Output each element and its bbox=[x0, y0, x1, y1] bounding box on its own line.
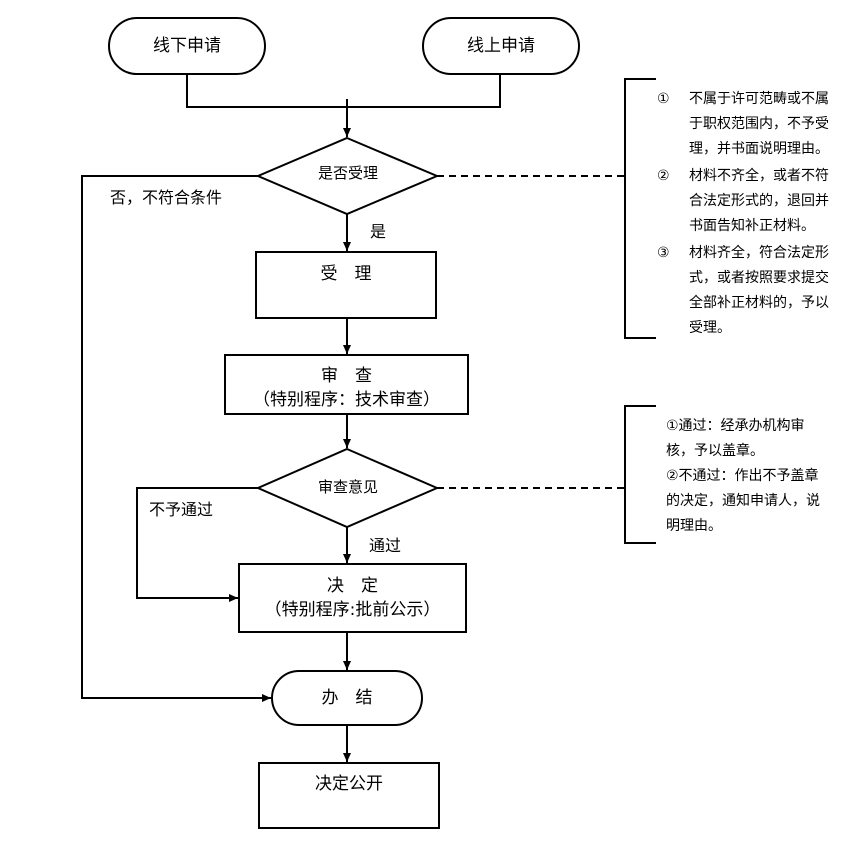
review-note-line-5: 明理由。 bbox=[666, 518, 722, 534]
acceptance-note-2: ② 材料不齐全，或者不符 合法定形式的，退回并 书面告知补正材料。 bbox=[657, 164, 852, 241]
note-1-line-3: 理，并书面说明理由。 bbox=[689, 141, 829, 157]
review-note-line-2: 核，予以盖章。 bbox=[666, 443, 764, 459]
note-3-line-4: 受理。 bbox=[689, 320, 731, 336]
publish-label: 决定公开 bbox=[315, 774, 383, 794]
note-2-line-1: 材料不齐全，或者不符 bbox=[689, 168, 829, 184]
note-3-line-2: 式，或者按照要求提交 bbox=[689, 270, 829, 286]
edge-label-no: 否，不符合条件 bbox=[110, 188, 223, 207]
review-title-label: 审 查 bbox=[321, 366, 372, 386]
decide-title-label: 决 定 bbox=[327, 576, 378, 596]
accept-decision-label: 是否受理 bbox=[317, 164, 378, 182]
note-marker-2: ② bbox=[657, 168, 670, 184]
edge-label-not-pass: 不予通过 bbox=[149, 500, 214, 519]
review-sub-label: （特别程序：技术审查） bbox=[253, 390, 440, 410]
publish-box bbox=[258, 762, 440, 829]
not-pass-path-line bbox=[136, 487, 258, 602]
note-3-line-1: 材料齐全，符合法定形 bbox=[689, 245, 829, 261]
note-2-line-2: 合法定形式的，退回并 bbox=[689, 193, 829, 209]
acceptance-notes: ① 不属于许可范畴或不属 于职权范围内，不予受 理，并书面说明理由。 ② 材料不… bbox=[657, 87, 852, 343]
review-note-line-1: ①通过：经承办机构审 bbox=[666, 418, 805, 434]
review-notes-bracket bbox=[624, 405, 656, 544]
review-note-line-3: ②不通过：作出不予盖章 bbox=[666, 468, 819, 484]
edge-label-yes: 是 bbox=[370, 222, 387, 241]
note-marker-3: ③ bbox=[657, 245, 670, 261]
note-2-line-3: 书面告知补正材料。 bbox=[689, 218, 815, 234]
accept-box bbox=[255, 251, 437, 319]
accept-label: 受 理 bbox=[320, 264, 372, 284]
decide-sub-label: （特别程序:批前公示） bbox=[264, 600, 441, 620]
offline-apply-label: 线下申请 bbox=[153, 36, 221, 56]
decide-box bbox=[238, 563, 467, 633]
reject-path-line bbox=[81, 175, 271, 702]
online-apply-label: 线上申请 bbox=[467, 36, 535, 56]
review-opinion-label: 审查意见 bbox=[317, 478, 378, 496]
note-3-line-3: 全部补正材料的，予以 bbox=[689, 295, 829, 311]
note-marker-1: ① bbox=[657, 91, 670, 107]
merge-connector bbox=[186, 74, 501, 108]
edge-label-pass: 通过 bbox=[369, 536, 402, 555]
acceptance-note-1: ① 不属于许可范畴或不属 于职权范围内，不予受 理，并书面说明理由。 bbox=[657, 87, 852, 164]
note-1-line-1: 不属于许可范畴或不属 bbox=[689, 91, 829, 107]
acceptance-note-3: ③ 材料齐全，符合法定形 式，或者按照要求提交 全部补正材料的，予以 受理。 bbox=[657, 241, 852, 343]
note-1-line-2: 于职权范围内，不予受 bbox=[689, 116, 829, 132]
review-note-line-4: 的决定，通知申请人，说 bbox=[666, 493, 820, 509]
complete-label: 办 结 bbox=[321, 688, 373, 708]
accept-notes-bracket bbox=[624, 78, 656, 339]
